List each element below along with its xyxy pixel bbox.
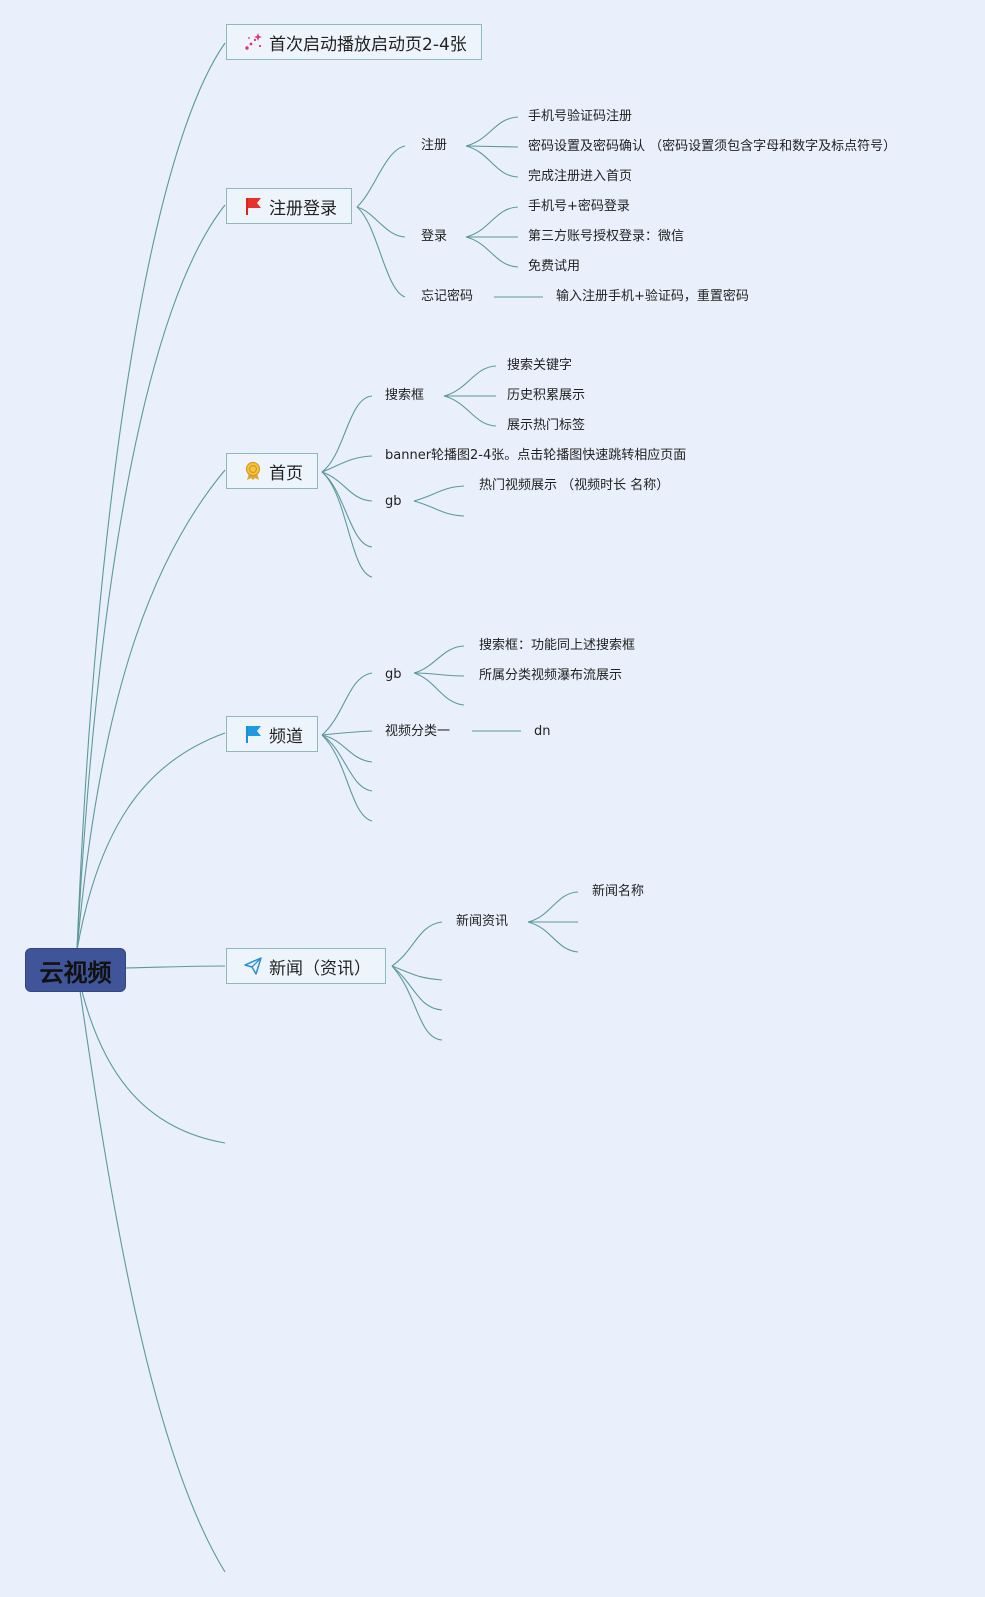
- subnode-news-info[interactable]: 新闻资讯: [456, 914, 509, 929]
- connector: [321, 734, 373, 763]
- leaf-item[interactable]: 搜索关键字: [507, 358, 573, 373]
- subnode-video-category[interactable]: 视频分类一: [385, 724, 451, 739]
- leaf-item[interactable]: 第三方账号授权登录：微信: [528, 229, 685, 244]
- sparkle-icon: [243, 32, 263, 52]
- connector: [413, 672, 465, 706]
- node-channel[interactable]: 频道: [226, 716, 318, 752]
- leaf-item[interactable]: 搜索框：功能同上述搜索框: [479, 638, 636, 653]
- connector: [76, 969, 226, 1573]
- node-home[interactable]: 首页: [226, 453, 318, 489]
- medal-icon: [243, 461, 263, 481]
- connector: [391, 965, 443, 1011]
- root-node[interactable]: 云视频: [25, 948, 126, 992]
- subnode-banner[interactable]: banner轮播图2-4张。点击轮播图快速跳转相应页面: [385, 448, 687, 463]
- connector: [413, 485, 465, 502]
- paper-plane-icon: [243, 956, 263, 976]
- node-label: 频道: [269, 726, 303, 747]
- connector: [527, 891, 579, 923]
- subnode-gb[interactable]: gb: [385, 667, 402, 682]
- connector: [321, 395, 373, 473]
- red-flag-icon: [243, 196, 263, 216]
- connector: [391, 965, 443, 1041]
- connector: [356, 145, 406, 208]
- leaf-item[interactable]: 历史积累展示: [507, 388, 586, 403]
- connector: [413, 672, 465, 677]
- connector: [76, 204, 226, 951]
- leaf-item[interactable]: 热门视频展示 （视频时长 名称）: [479, 478, 670, 493]
- connector: [465, 116, 519, 147]
- connector: [125, 965, 226, 969]
- leaf-item[interactable]: 展示热门标签: [507, 418, 586, 433]
- connector: [443, 365, 497, 397]
- connector: [321, 734, 373, 792]
- connector: [76, 969, 226, 1144]
- node-news[interactable]: 新闻（资讯）: [226, 948, 386, 984]
- node-label: 注册登录: [269, 198, 337, 219]
- node-label: 首次启动播放启动页2-4张: [269, 34, 467, 55]
- connector: [321, 471, 373, 502]
- subnode-gb[interactable]: gb: [385, 494, 402, 509]
- connector: [356, 206, 406, 238]
- node-label: 首页: [269, 463, 303, 484]
- connector: [391, 921, 443, 967]
- node-register-login[interactable]: 注册登录: [226, 188, 352, 224]
- connector: [76, 732, 226, 951]
- blue-flag-icon: [243, 724, 263, 744]
- leaf-item[interactable]: 密码设置及密码确认 （密码设置须包含字母和数字及标点符号）: [528, 139, 897, 154]
- connector: [321, 471, 373, 548]
- subnode-forgot-password[interactable]: 忘记密码: [421, 289, 474, 304]
- leaf-item[interactable]: dn: [534, 724, 551, 739]
- connector: [321, 672, 373, 736]
- leaf-item[interactable]: 完成注册进入首页: [528, 169, 633, 184]
- node-launch[interactable]: 首次启动播放启动页2-4张: [226, 24, 482, 60]
- root-label: 云视频: [39, 958, 112, 987]
- connector: [465, 145, 519, 148]
- connector: [321, 455, 373, 473]
- leaf-item[interactable]: 手机号+密码登录: [528, 199, 630, 214]
- connector: [76, 42, 226, 951]
- node-label: 新闻（资讯）: [269, 958, 371, 979]
- connector: [391, 965, 443, 981]
- connector: [413, 645, 465, 674]
- connector: [527, 921, 579, 953]
- connector: [465, 206, 519, 238]
- leaf-item[interactable]: 所属分类视频瀑布流展示: [479, 668, 623, 683]
- leaf-item[interactable]: 新闻名称: [592, 884, 645, 899]
- connector: [321, 734, 373, 822]
- subnode-search-box[interactable]: 搜索框: [385, 388, 425, 403]
- connector: [321, 730, 373, 736]
- connector: [76, 469, 226, 951]
- connector: [356, 206, 406, 298]
- leaf-item[interactable]: 手机号验证码注册: [528, 109, 633, 124]
- connector: [465, 145, 519, 178]
- connector: [321, 471, 373, 578]
- subnode-login[interactable]: 登录: [421, 229, 448, 244]
- leaf-item[interactable]: 免费试用: [528, 259, 581, 274]
- connector: [413, 500, 465, 517]
- leaf-item[interactable]: 输入注册手机+验证码，重置密码: [556, 289, 749, 304]
- connector: [465, 236, 519, 268]
- connector: [443, 395, 497, 427]
- subnode-register[interactable]: 注册: [421, 138, 448, 153]
